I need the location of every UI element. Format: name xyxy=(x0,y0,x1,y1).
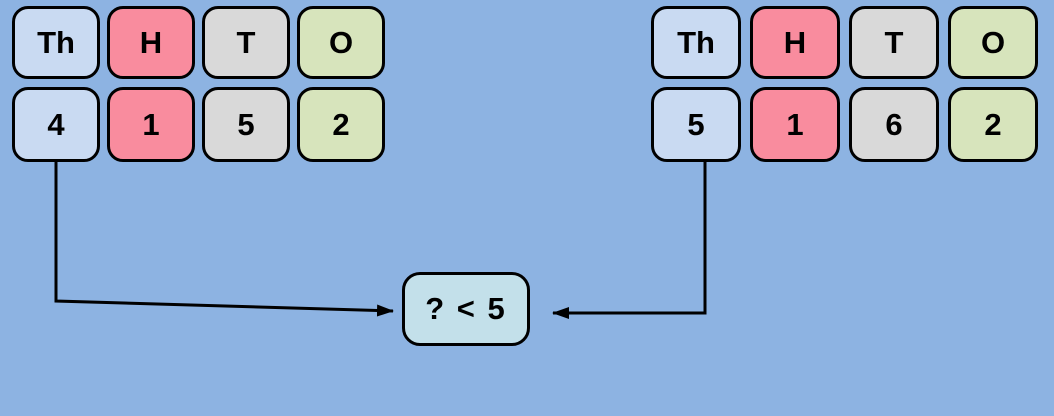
left-thousands-arrow xyxy=(54,162,394,317)
right-header-ones: O xyxy=(948,6,1038,79)
left-header-tens: T xyxy=(202,6,290,79)
left-header-ones: O xyxy=(297,6,385,79)
right-header-thousands: Th xyxy=(651,6,741,79)
left-digit-hundreds: 1 xyxy=(107,87,195,162)
right-header-tens: T xyxy=(849,6,939,79)
place-value-table-right: Th H T O 5 1 6 2 xyxy=(651,6,1038,162)
left-digit-tens: 5 xyxy=(202,87,290,162)
right-digit-thousands: 5 xyxy=(651,87,741,162)
left-digit-thousands: 4 xyxy=(12,87,100,162)
right-digit-tens: 6 xyxy=(849,87,939,162)
place-value-table-left: Th H T O 4 1 5 2 xyxy=(12,6,385,162)
right-digit-hundreds: 1 xyxy=(750,87,840,162)
right-digit-ones: 2 xyxy=(948,87,1038,162)
left-header-hundreds: H xyxy=(107,6,195,79)
comparison-box: ? < 5 xyxy=(402,272,530,346)
left-header-thousands: Th xyxy=(12,6,100,79)
right-header-hundreds: H xyxy=(750,6,840,79)
left-digit-ones: 2 xyxy=(297,87,385,162)
right-thousands-arrow xyxy=(552,161,707,319)
